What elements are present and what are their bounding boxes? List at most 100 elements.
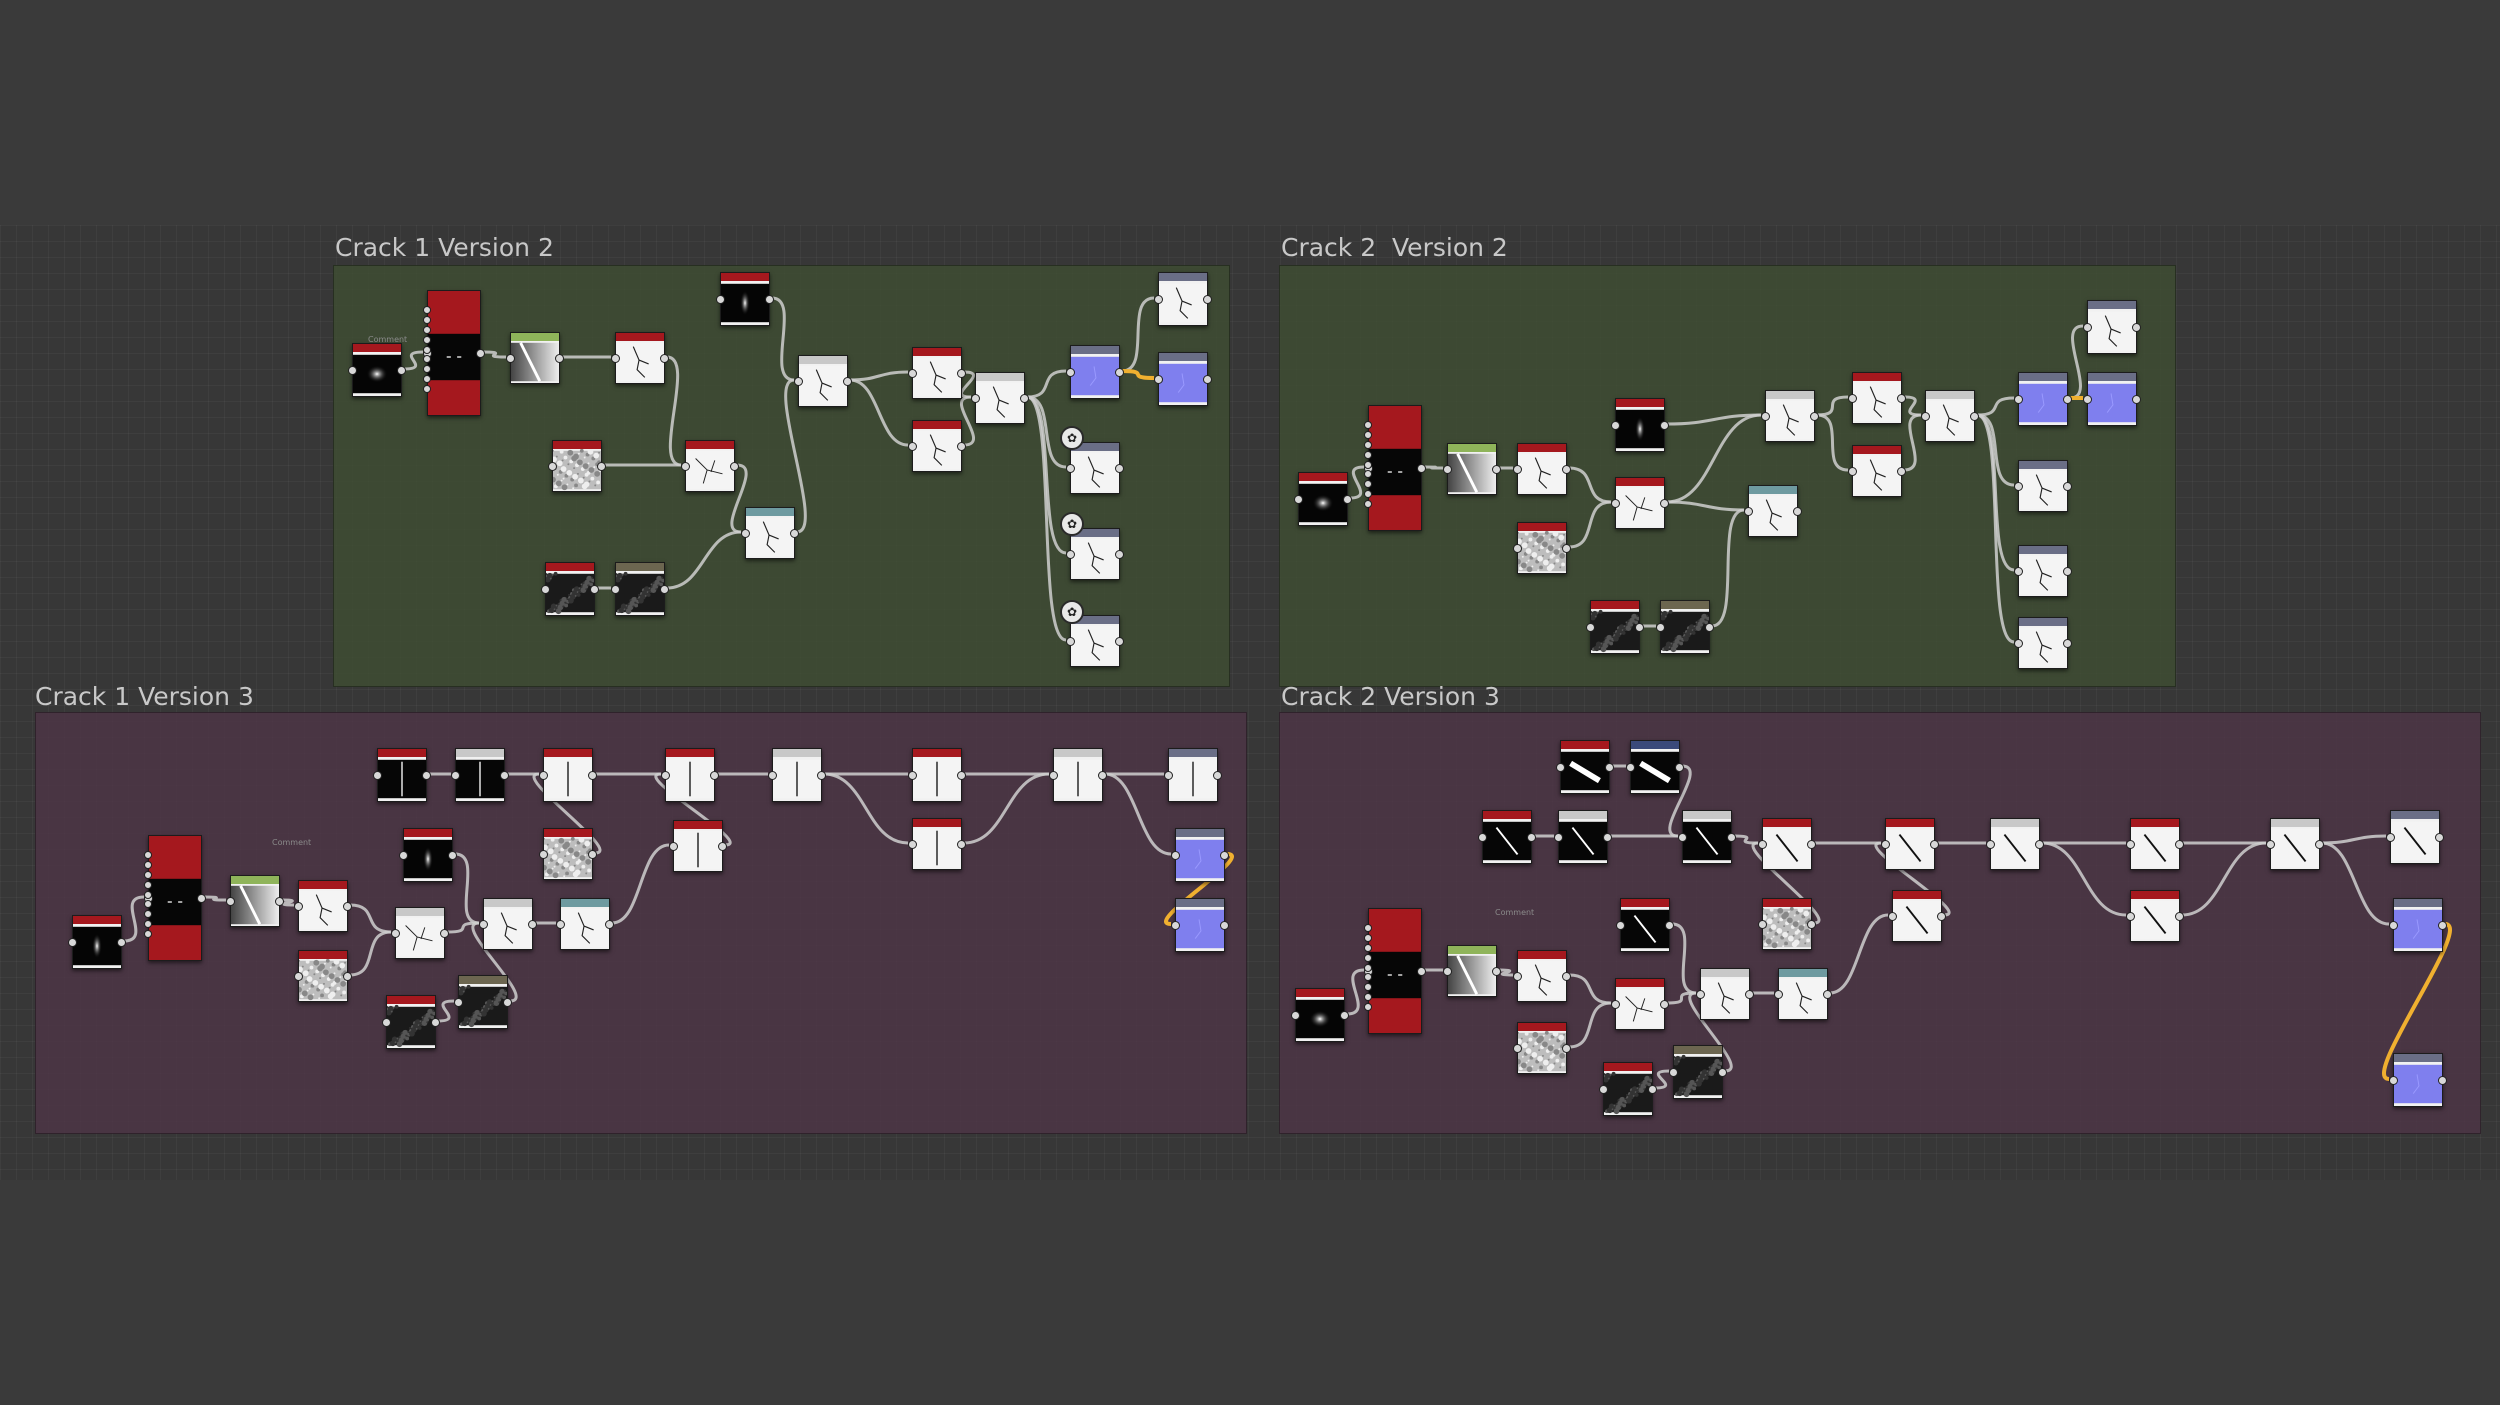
output-port[interactable] bbox=[1220, 851, 1229, 860]
graph-node[interactable] bbox=[423, 290, 485, 416]
output-port[interactable] bbox=[197, 894, 206, 903]
graph-node[interactable] bbox=[348, 343, 406, 397]
output-port[interactable] bbox=[1727, 833, 1736, 842]
output-port[interactable] bbox=[957, 442, 966, 451]
graph-node[interactable] bbox=[68, 915, 126, 969]
graph-node[interactable] bbox=[454, 975, 512, 1029]
output-port[interactable] bbox=[440, 929, 449, 938]
input-port[interactable] bbox=[454, 998, 463, 1007]
comment-label[interactable]: Comment bbox=[272, 838, 312, 847]
input-port[interactable] bbox=[2014, 482, 2023, 491]
graph-node[interactable] bbox=[1586, 600, 1644, 654]
graph-node[interactable] bbox=[294, 880, 352, 932]
graph-node[interactable] bbox=[1921, 390, 1979, 442]
output-port[interactable] bbox=[528, 920, 537, 929]
output-port[interactable] bbox=[790, 529, 799, 538]
output-port[interactable] bbox=[1417, 464, 1426, 473]
graph-node[interactable] bbox=[794, 355, 852, 407]
frame-title[interactable]: Crack 1 Version 2 bbox=[335, 233, 554, 262]
output-port[interactable] bbox=[1213, 771, 1222, 780]
output-port[interactable] bbox=[431, 1018, 440, 1027]
input-port[interactable] bbox=[1066, 550, 1075, 559]
graph-node[interactable] bbox=[1556, 740, 1614, 794]
input-port[interactable] bbox=[2083, 323, 2092, 332]
output-port[interactable] bbox=[2132, 395, 2141, 404]
output-port[interactable] bbox=[957, 369, 966, 378]
input-port[interactable] bbox=[348, 366, 357, 375]
output-port[interactable] bbox=[1660, 1000, 1669, 1009]
input-port[interactable] bbox=[1066, 637, 1075, 646]
graph-node[interactable] bbox=[556, 898, 614, 950]
output-port[interactable] bbox=[1020, 394, 1029, 403]
input-port[interactable] bbox=[611, 585, 620, 594]
graph-node[interactable] bbox=[1848, 445, 1906, 497]
input-port[interactable] bbox=[908, 840, 917, 849]
output-port[interactable] bbox=[1562, 544, 1571, 553]
output-port[interactable] bbox=[1340, 1011, 1349, 1020]
output-port[interactable] bbox=[660, 354, 669, 363]
output-port[interactable] bbox=[730, 462, 739, 471]
input-port[interactable] bbox=[1164, 771, 1173, 780]
graph-node[interactable] bbox=[908, 818, 966, 870]
input-port[interactable] bbox=[1513, 465, 1522, 474]
graph-node[interactable] bbox=[1294, 472, 1352, 526]
graph-node[interactable] bbox=[1066, 615, 1124, 667]
input-port[interactable] bbox=[741, 529, 750, 538]
graph-node[interactable] bbox=[1066, 528, 1124, 580]
graph-node[interactable] bbox=[541, 562, 599, 616]
output-port[interactable] bbox=[2315, 840, 2324, 849]
output-port[interactable] bbox=[1115, 637, 1124, 646]
graph-node[interactable] bbox=[681, 440, 739, 492]
output-port[interactable] bbox=[2063, 482, 2072, 491]
input-port[interactable] bbox=[1171, 921, 1180, 930]
graph-node[interactable] bbox=[716, 272, 774, 326]
graph-node[interactable] bbox=[1154, 272, 1212, 326]
graph-node[interactable] bbox=[611, 332, 669, 384]
input-port[interactable] bbox=[2126, 840, 2135, 849]
input-port[interactable] bbox=[1758, 920, 1767, 929]
graph-node[interactable] bbox=[908, 420, 966, 472]
graph-node[interactable] bbox=[1513, 1022, 1571, 1074]
input-port[interactable] bbox=[1611, 1000, 1620, 1009]
graph-node[interactable] bbox=[294, 950, 352, 1002]
input-port[interactable] bbox=[382, 1018, 391, 1027]
output-port[interactable] bbox=[1970, 412, 1979, 421]
output-port[interactable] bbox=[1603, 833, 1612, 842]
graph-node[interactable] bbox=[1291, 988, 1349, 1042]
graph-node[interactable] bbox=[1171, 898, 1229, 952]
graph-node[interactable] bbox=[1888, 890, 1946, 942]
output-port[interactable] bbox=[275, 897, 284, 906]
input-port[interactable] bbox=[716, 295, 725, 304]
graph-node[interactable] bbox=[539, 828, 597, 880]
input-port[interactable] bbox=[908, 369, 917, 378]
graph-node[interactable] bbox=[1774, 968, 1832, 1020]
input-port[interactable] bbox=[1599, 1085, 1608, 1094]
output-port[interactable] bbox=[1115, 368, 1124, 377]
input-port[interactable] bbox=[794, 377, 803, 386]
output-port[interactable] bbox=[448, 851, 457, 860]
output-port[interactable] bbox=[588, 850, 597, 859]
input-port[interactable] bbox=[1656, 623, 1665, 632]
input-port[interactable] bbox=[2014, 567, 2023, 576]
graph-node[interactable] bbox=[539, 748, 597, 802]
output-port[interactable] bbox=[1675, 763, 1684, 772]
output-port[interactable] bbox=[1527, 833, 1536, 842]
input-port[interactable] bbox=[1443, 967, 1452, 976]
graph-node[interactable] bbox=[1049, 748, 1107, 802]
graph-node[interactable] bbox=[2014, 617, 2072, 669]
input-port[interactable] bbox=[1744, 507, 1753, 516]
input-port[interactable] bbox=[1616, 921, 1625, 930]
graph-node[interactable] bbox=[1171, 828, 1229, 882]
graph-node[interactable] bbox=[2389, 1053, 2447, 1107]
graph-node[interactable] bbox=[2014, 372, 2072, 426]
graph-node[interactable] bbox=[391, 907, 449, 959]
output-port[interactable] bbox=[957, 840, 966, 849]
input-port[interactable] bbox=[294, 972, 303, 981]
input-port[interactable] bbox=[1669, 1068, 1678, 1077]
graph-node[interactable] bbox=[2014, 460, 2072, 512]
graph-node[interactable] bbox=[382, 995, 440, 1049]
output-port[interactable] bbox=[710, 771, 719, 780]
graph-node[interactable] bbox=[1513, 443, 1571, 495]
output-port[interactable] bbox=[1203, 295, 1212, 304]
output-port[interactable] bbox=[476, 349, 485, 358]
